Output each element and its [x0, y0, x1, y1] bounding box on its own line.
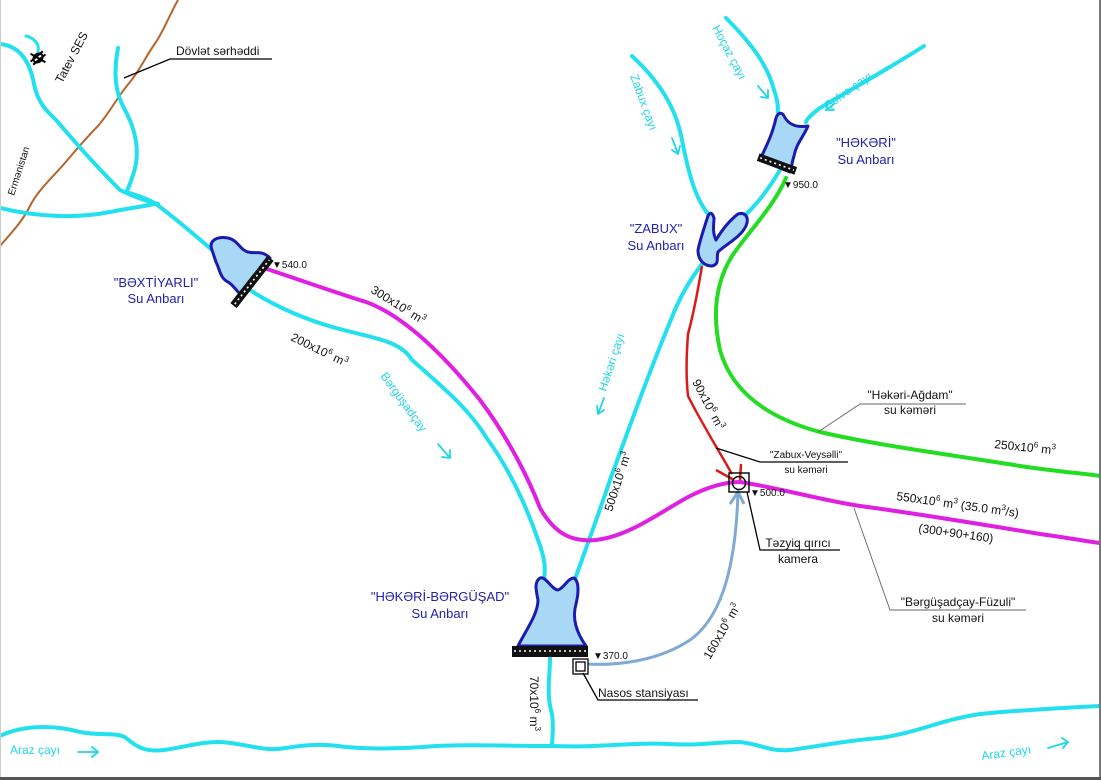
svg-text:"Bərgüşadçay-Füzuli": "Bərgüşadçay-Füzuli" [901, 595, 1016, 609]
label-pump-station: Nasos stansiyası [598, 686, 689, 700]
label-pipeline-hekeri-agdam: "Həkəri-Ağdam" su kəməri [867, 388, 952, 417]
volume-hekeri-river: 500x106 m3 [601, 449, 634, 513]
leader-pump-station [582, 672, 698, 701]
leader-bergushadcay-fuzuli [853, 507, 1026, 611]
label-river-shelve: Şəlvə çayı [822, 69, 875, 113]
volume-bextiyarli-river: 200x106 m3 [289, 329, 351, 370]
river-bergushadcay [242, 284, 547, 582]
river-left-branch [0, 202, 156, 219]
svg-text:Su Anbarı: Su Anbarı [627, 238, 684, 253]
frame-bottom [0, 777, 1101, 780]
river-hocaz [724, 16, 780, 114]
frame-right [1099, 0, 1101, 780]
volume-pump-pipe: 160x106 m3 [700, 600, 744, 661]
river-zabux [630, 54, 710, 216]
river-to-bextiyarli [124, 190, 214, 252]
river-tatev-tributary [24, 34, 40, 54]
svg-text:"HƏKƏRİ-BƏRGÜŞAD": "HƏKƏRİ-BƏRGÜŞAD" [371, 589, 510, 604]
reservoir-bextiyarli-shape [209, 236, 272, 296]
frame-left [0, 0, 1, 780]
pump-station-icon [572, 658, 589, 675]
svg-text:su kəməri: su kəməri [884, 403, 936, 417]
leader-pressure-chamber [746, 491, 840, 551]
svg-text:"Həkəri-Ağdam": "Həkəri-Ağdam" [867, 388, 952, 402]
arrow-river-araz-right [1047, 737, 1069, 749]
arrow-river-bergushad [437, 443, 451, 459]
label-state-border: Dövlət sərhəddi [176, 44, 259, 58]
volume-zabux-veyselli: 90x106 m3 [689, 376, 728, 432]
label-tatev-ses: Tatev SES [52, 29, 91, 85]
leader-hekeri-agdam [817, 403, 966, 433]
arrow-river-zabux [671, 137, 681, 155]
elevation-pressure-chamber: ▼500.0 [750, 488, 785, 499]
elevation-hekeri: ▼950.0 [783, 180, 818, 191]
arrow-zabux-veyselli-1 [715, 468, 735, 482]
label-river-araz-left: Araz çayı [10, 743, 60, 757]
svg-text:su kəməri: su kəməri [932, 611, 984, 625]
pressure-breaker-chamber [728, 472, 750, 493]
state-border-line [0, 0, 179, 247]
svg-text:kamera: kamera [778, 552, 818, 566]
label-reservoir-zabux: "ZABUX" Su Anbarı [627, 221, 684, 253]
pipeline-pump-to-chamber [585, 491, 740, 666]
reservoir-hekeri-bergushad-shape [516, 576, 588, 648]
svg-text:"ZABUX": "ZABUX" [630, 221, 683, 236]
svg-text:Su Anbarı: Su Anbarı [411, 606, 468, 621]
label-country-armenia: Ermənistan [6, 145, 32, 197]
river-araz [0, 704, 1101, 753]
label-pressure-chamber: Təzyiq qırıcı kamera [765, 536, 830, 566]
dam-hekeri [756, 153, 798, 175]
svg-text:"Zabux-Veysəlli": "Zabux-Veysəlli" [770, 450, 843, 461]
label-reservoir-bextiyarli: "BƏXTİYARLI" Su Anbarı [114, 275, 199, 306]
river-middle-branch [113, 46, 139, 194]
arrow-river-shelve [825, 101, 835, 111]
arrow-zabux-veyselli-2 [738, 463, 743, 481]
leader-zabux-veyselli [715, 447, 848, 463]
volume-downstream: 70x106 m3 [527, 676, 542, 732]
river-upper-left [0, 42, 160, 206]
label-pipeline-bergushadcay-fuzuli: "Bərgüşadçay-Füzuli" su kəməri [901, 595, 1016, 625]
svg-text:Su Anbarı: Su Anbarı [127, 291, 184, 306]
pipeline-zabux-veyselli [685, 265, 734, 475]
elevation-bextiyarli: ▼540.0 [272, 260, 307, 271]
label-river-bergushad: Bərgüşadçay [378, 370, 430, 435]
river-downstream [546, 656, 555, 748]
hydro-power-plant-icon [29, 50, 47, 66]
svg-text:"HƏKƏRİ": "HƏKƏRİ" [836, 135, 896, 150]
pipeline-bextiyarli [262, 266, 742, 543]
svg-text:Təzyiq qırıcı: Təzyiq qırıcı [765, 536, 830, 550]
pipeline-bergushadcay-fuzuli [738, 480, 1101, 545]
svg-text:su kəməri: su kəməri [784, 465, 827, 476]
arrow-river-hocaz [757, 85, 769, 99]
leader-state-border [123, 58, 272, 79]
volume-hekeri-agdam: 250x106 m3 [994, 436, 1057, 457]
label-river-hocaz: Hoçaz çayı [709, 23, 749, 82]
volume-bergushadcay-fuzuli: 550x106 m3 (35.0 m3/s) [896, 488, 1020, 520]
label-river-hekeri: Həkəri çayı [596, 332, 628, 393]
label-pipeline-zabux-veyselli: "Zabux-Veysəlli" su kəməri [770, 450, 843, 476]
svg-text:Su Anbarı: Su Anbarı [837, 152, 894, 167]
pipeline-hekeri-agdam [714, 176, 1101, 478]
dam-hekeri-bergushad [512, 646, 588, 657]
river-hekeri [572, 262, 704, 584]
label-reservoir-hekeri-bergushad: "HƏKƏRİ-BƏRGÜŞAD" Su Anbarı [371, 589, 510, 621]
elevation-hekeri-bergushad: ▼370.0 [593, 651, 628, 662]
label-reservoir-hekeri: "HƏKƏRİ" Su Anbarı [836, 135, 896, 167]
dam-bextiyarli [230, 255, 274, 309]
reservoir-hekeri-shape [758, 111, 810, 174]
arrow-river-hekeri [596, 397, 605, 415]
svg-text:"BƏXTİYARLI": "BƏXTİYARLI" [114, 275, 199, 290]
arrow-river-araz-left [77, 746, 99, 758]
reservoir-zabux-shape [696, 211, 749, 268]
label-river-araz-right: Araz çayı [980, 742, 1031, 763]
